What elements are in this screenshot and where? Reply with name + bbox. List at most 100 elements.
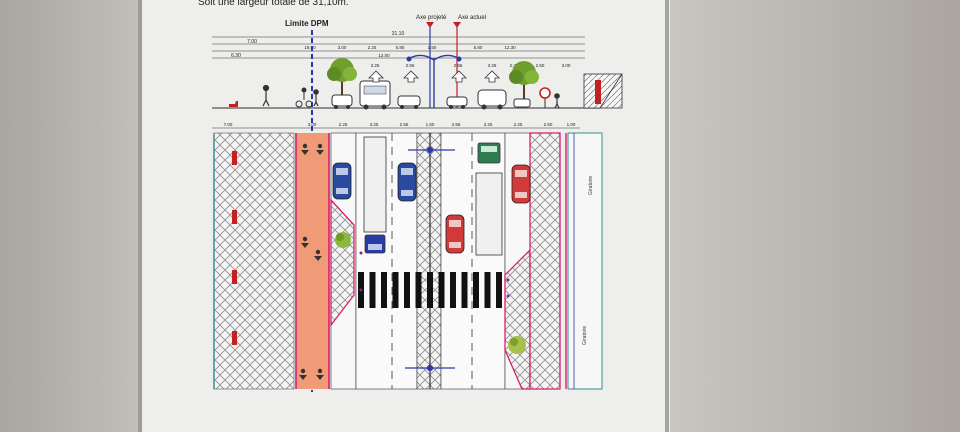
pedestrian-icon bbox=[262, 84, 270, 107]
bike-lane bbox=[296, 133, 329, 389]
direction-arrow-icon bbox=[403, 70, 419, 83]
car-top-icon bbox=[397, 162, 417, 202]
building-block bbox=[583, 73, 623, 109]
plan-dim-value: 2.50 bbox=[544, 122, 553, 127]
bike-arrow-icon bbox=[299, 375, 307, 380]
dim-value: 2.25 bbox=[368, 45, 377, 50]
median bbox=[416, 132, 442, 390]
marker-dot bbox=[359, 288, 363, 292]
direction-arrow-icon bbox=[368, 70, 384, 83]
street-lamp-icon bbox=[406, 54, 462, 108]
planter-right bbox=[504, 248, 531, 390]
caption-text: Soit une largeur totale de 31,10m. bbox=[198, 0, 349, 8]
crosswalk-stripe bbox=[438, 272, 445, 308]
marker-dot bbox=[506, 278, 510, 282]
dim-value: 3.25 bbox=[371, 63, 380, 68]
bus-icon bbox=[359, 80, 391, 110]
car-top-icon bbox=[332, 162, 352, 200]
plan-dim-value: 7.00 bbox=[224, 122, 233, 127]
axe-projete-label: Axe projeté bbox=[416, 15, 447, 21]
plan-dim-value: 2.55 bbox=[400, 122, 409, 127]
crosswalk-stripe bbox=[450, 272, 456, 308]
crosswalk-stripe bbox=[404, 272, 410, 308]
tree-top-icon bbox=[508, 336, 526, 354]
marker-dot bbox=[359, 251, 363, 255]
direction-arrow-icon bbox=[451, 70, 467, 83]
tree-icon bbox=[509, 61, 539, 99]
axe-actuel-label: Axe actuel bbox=[458, 15, 487, 21]
plan-dim-value: 1.00 bbox=[567, 122, 576, 127]
roadside-strip bbox=[567, 132, 603, 390]
direction-arrows bbox=[368, 70, 500, 83]
plan-dim-value: 2.55 bbox=[452, 122, 461, 127]
bike-dot-icon bbox=[300, 368, 306, 374]
tree-top-icon bbox=[335, 232, 351, 248]
crosswalk-stripe bbox=[496, 272, 502, 308]
bike-arrow-icon bbox=[314, 256, 322, 261]
bike-arrow-icon bbox=[316, 375, 324, 380]
vertical-label: Giratoire bbox=[588, 176, 594, 195]
dim-value: 2.25 bbox=[510, 63, 519, 68]
paved-strip-right bbox=[529, 132, 561, 390]
bike-arrow-icon bbox=[301, 150, 309, 155]
crosswalk-stripe bbox=[427, 272, 433, 308]
crosswalk-stripe bbox=[461, 272, 468, 308]
marker-dot bbox=[506, 294, 510, 298]
tree-icon bbox=[327, 58, 357, 97]
pedestrian-icon bbox=[554, 93, 560, 109]
car-icon bbox=[446, 96, 468, 109]
median-lamp-icon bbox=[405, 364, 455, 372]
car-top-icon bbox=[445, 214, 465, 254]
car-icon bbox=[513, 98, 531, 108]
bike-dot-icon bbox=[317, 368, 323, 374]
animal-icon bbox=[229, 101, 238, 107]
vertical-label: Giratoire bbox=[582, 326, 588, 345]
crosswalk-stripe bbox=[392, 272, 399, 308]
direction-arrow-icon bbox=[484, 70, 500, 83]
dimension-lines bbox=[212, 36, 585, 59]
bike-arrow-icon bbox=[316, 150, 324, 155]
dim-value: 2.50 bbox=[536, 63, 545, 68]
curb-marker bbox=[232, 331, 237, 345]
dim-left-group: 7.00 bbox=[247, 39, 257, 45]
dim-value: 2.55 bbox=[406, 63, 415, 68]
dim-value: 5.80 bbox=[396, 45, 405, 50]
car-icon bbox=[397, 95, 421, 109]
dim-value: 12.00 bbox=[378, 53, 390, 58]
bike-dot-icon bbox=[315, 249, 321, 255]
bike-dot-icon bbox=[317, 143, 323, 149]
crosswalk-stripe bbox=[473, 272, 479, 308]
paved-sidewalk-left bbox=[213, 132, 295, 390]
crosswalk-stripe bbox=[415, 272, 422, 308]
plan-dim-value: 3.00 bbox=[308, 122, 317, 127]
crosswalk-stripe bbox=[484, 272, 491, 308]
car-top-icon bbox=[511, 164, 531, 204]
car-icon bbox=[331, 94, 353, 109]
plan-dim-value: 3.25 bbox=[484, 122, 493, 127]
pedestrian-icon bbox=[313, 89, 319, 107]
dim-value: 5.80 bbox=[474, 45, 483, 50]
axis-arrow-icon bbox=[453, 22, 461, 28]
traffic-sign-icon bbox=[539, 87, 551, 108]
car-icon bbox=[477, 89, 507, 110]
curb-marker bbox=[232, 151, 237, 165]
bike-dot-icon bbox=[302, 143, 308, 149]
dim-value: 1.50 bbox=[428, 45, 437, 50]
cyclist-icon bbox=[295, 87, 313, 108]
curb-marker bbox=[232, 210, 237, 224]
dim-value: 2.55 bbox=[454, 63, 463, 68]
dim-value: 12.30 bbox=[504, 45, 516, 50]
bike-arrow-icon bbox=[301, 243, 309, 248]
dim-left-sub: 6.30 bbox=[231, 53, 241, 59]
dim-total: 31.10 bbox=[392, 31, 405, 37]
axis-arrow-icon bbox=[426, 22, 434, 28]
crosswalk-stripe bbox=[381, 272, 387, 308]
crosswalk-stripe bbox=[369, 272, 376, 308]
planter-left bbox=[330, 198, 355, 327]
plan-dim-value: 1.50 bbox=[426, 122, 435, 127]
dim-value: 3.25 bbox=[488, 63, 497, 68]
